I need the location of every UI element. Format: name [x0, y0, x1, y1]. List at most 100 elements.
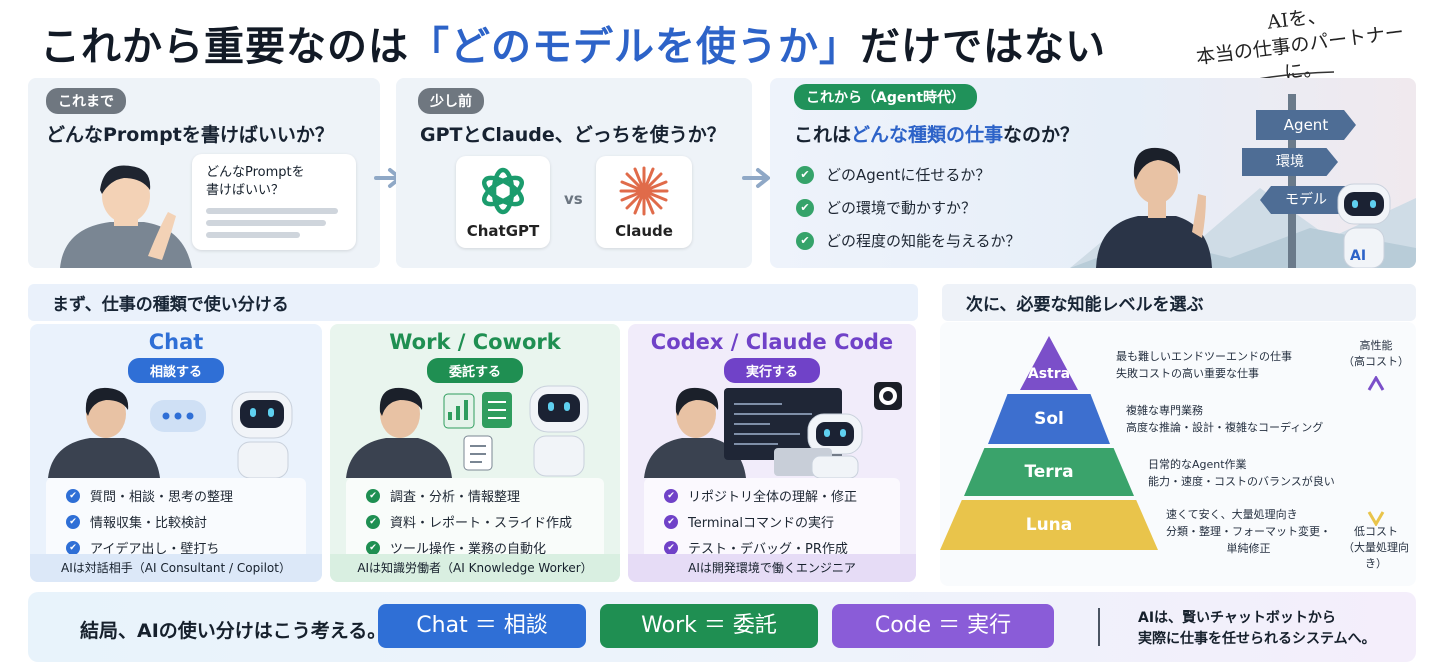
- level-luna: Luna: [940, 500, 1158, 550]
- column-item: ✔ 質問・相談・思考の整理: [66, 486, 286, 505]
- level-astra-desc: 最も難しいエンドツーエンドの仕事失敗コストの高い重要な仕事: [1116, 348, 1292, 382]
- column-item: ✔ リポジトリ全体の理解・修正: [664, 486, 880, 505]
- future-q-pre: これは: [794, 124, 852, 146]
- summary-code-badge: Code ＝ 実行: [832, 604, 1054, 648]
- stage-recent-card: 少し前 GPTとClaude、どっちを使うか？ ChatGPT vs Claud…: [396, 78, 752, 268]
- bubble-placeholder-bar: [206, 232, 300, 238]
- level-desc-line: 最も難しいエンドツーエンドの仕事: [1116, 350, 1292, 363]
- arrow-right-icon: [742, 168, 772, 188]
- future-q-highlight: どんな種類の仕事: [851, 124, 1004, 146]
- column-pill: 委託する: [427, 358, 523, 383]
- future-check-list: ✔どのAgentに任せるか？ ✔ どの環境で動かすか？ ✔ どの程度の知能を与えるか…: [796, 164, 1021, 263]
- column-item-label: 情報収集・比較検討: [90, 516, 208, 531]
- level-desc-line: 高度な推論・設計・複雑なコーディング: [1126, 421, 1324, 434]
- level-desc-line: 能力・速度・コストのバランスが良い: [1148, 475, 1335, 488]
- column-footer: AIは対話相手（AI Consultant / Copilot）: [30, 554, 322, 582]
- column-title: Codex / Claude Code: [650, 330, 894, 354]
- summary-work-badge: Work ＝ 委託: [600, 604, 818, 648]
- stage-past-question: どんなPromptを書けばいいか？: [46, 124, 334, 146]
- claude-logo-card: Claude: [596, 156, 692, 248]
- level-sol-desc: 複雑な専門業務高度な推論・設計・複雑なコーディング: [1126, 402, 1323, 436]
- work-illustration: [346, 385, 589, 478]
- sign-environment: 環境: [1242, 148, 1338, 176]
- claude-label: Claude: [615, 222, 673, 240]
- level-terra-desc: 日常的なAgent作業能力・速度・コストのバランスが良い: [1148, 456, 1335, 490]
- stage-past-tag: これまで: [46, 88, 126, 114]
- summary-divider: [1098, 608, 1100, 646]
- future-check-item: ✔どのAgentに任せるか？: [796, 164, 1021, 185]
- check-icon: ✔: [66, 514, 80, 529]
- check-icon: ✔: [66, 540, 80, 555]
- column-item-label: アイデア出し・壁打ち: [90, 542, 220, 557]
- summary-tail-line1: AIは、賢いチャットボットから: [1138, 610, 1336, 626]
- chat-illustration: [48, 387, 293, 478]
- bubble-placeholder-bar: [206, 220, 326, 226]
- work-type-column-work: Work / Cowork 委託する ✔調査・分析・情報整理 ✔ 資料・レポート・…: [330, 324, 620, 582]
- future-check-label: どのAgentに任せるか？: [826, 166, 991, 184]
- column-pill: 相談する: [128, 358, 224, 383]
- column-title: Work / Cowork: [389, 330, 561, 354]
- future-q-post: なのか？: [1003, 124, 1080, 146]
- column-item-label: リポジトリ全体の理解・修正: [688, 490, 858, 505]
- claude-icon: [619, 166, 669, 216]
- column-pill: 実行する: [724, 358, 820, 383]
- summary-chat-badge: Chat ＝ 相談: [378, 604, 586, 648]
- column-item-label: 質問・相談・思考の整理: [90, 490, 234, 505]
- future-check-label: どの環境で動かすか？: [826, 199, 977, 217]
- bubble-line1: どんなPromptを: [206, 165, 305, 180]
- stage-future-card: これから（Agent時代） これはどんな種類の仕事なのか？ ✔どのAgentに任…: [770, 78, 1416, 268]
- check-icon: ✔: [664, 514, 678, 529]
- column-item-label: ツール操作・業務の自動化: [390, 542, 547, 557]
- future-check-item: ✔ どの環境で動かすか？: [796, 197, 1021, 218]
- summary-tail-line2: 実際に仕事を任せられるシステムへ。: [1138, 631, 1376, 647]
- column-item-label: テスト・デバッグ・PR作成: [688, 542, 848, 557]
- scale-low-label: 低コスト（大量処理向き）: [1338, 524, 1414, 572]
- check-icon: ✔: [796, 231, 814, 250]
- intelligence-pyramid-panel: Astra Sol Terra Luna 最も難しいエンドツーエンドの仕事失敗コ…: [940, 322, 1416, 586]
- future-check-item: ✔ どの程度の知能を与えるか？: [796, 230, 1021, 251]
- sign-agent: Agent: [1256, 110, 1356, 140]
- chatgpt-label: ChatGPT: [466, 222, 540, 240]
- level-terra: Terra: [964, 448, 1134, 496]
- check-icon: ✔: [366, 514, 380, 529]
- scale-low-sub: （大量処理向き）: [1343, 541, 1409, 570]
- check-icon: ✔: [664, 488, 678, 503]
- title-highlight: 「どのモデルを使うか」: [409, 24, 860, 70]
- level-desc-line: 分類・整理・フォーマット変更・: [1166, 525, 1331, 538]
- stage-recent-question: GPTとClaude、どっちを使うか？: [420, 124, 726, 146]
- robot-ai-label: AI: [1350, 248, 1367, 264]
- scale-high-sub: （高コスト）: [1343, 355, 1409, 368]
- column-item: ✔Terminalコマンドの実行: [664, 512, 880, 531]
- check-icon: ✔: [366, 488, 380, 503]
- code-illustration: [644, 382, 902, 478]
- bubble-line2: 書けばいい？: [206, 183, 285, 198]
- check-icon: ✔: [66, 488, 80, 503]
- person-back-icon: [1096, 147, 1212, 268]
- level-astra: Astra: [1020, 336, 1078, 390]
- section-work-type-heading: まず、仕事の種類で使い分ける: [28, 284, 918, 321]
- check-icon: ✔: [796, 198, 814, 217]
- level-desc-line: 単純修正: [1226, 542, 1271, 555]
- level-desc-line: 失敗コストの高い重要な仕事: [1116, 367, 1259, 380]
- column-item: ✔調査・分析・情報整理: [366, 486, 584, 505]
- column-item: ✔ アイデア出し・壁打ち: [66, 538, 286, 557]
- stage-future-question: これはどんな種類の仕事なのか？: [794, 120, 1079, 147]
- summary-lead: 結局、AIの使い分けはこう考える。: [80, 620, 387, 642]
- page-title: これから重要なのは「どのモデルを使うか」だけではない: [40, 14, 1106, 72]
- work-type-column-chat: Chat 相談する ✔質問・相談・思考の整理 ✔情報収集・比較検討 ✔アイデア出…: [30, 324, 322, 582]
- versus-label: vs: [564, 190, 583, 208]
- level-luna-desc: 速くて安く、大量処理向き分類・整理・フォーマット変更・単純修正: [1166, 506, 1331, 557]
- chatgpt-logo-card: ChatGPT: [456, 156, 550, 248]
- section-intelligence-heading: 次に、必要な知能レベルを選ぶ: [942, 284, 1416, 321]
- check-icon: ✔: [664, 540, 678, 555]
- bubble-placeholder-bar: [206, 208, 338, 214]
- sign-model: モデル: [1260, 186, 1352, 214]
- scale-high: 高性能: [1359, 339, 1393, 352]
- scale-high-label: 高性能 （高コスト）: [1338, 338, 1414, 370]
- future-check-label: どの程度の知能を与えるか？: [826, 232, 1021, 250]
- check-icon: ✔: [366, 540, 380, 555]
- column-item: ✔ ツール操作・業務の自動化: [366, 538, 584, 557]
- work-type-column-code: Codex / Claude Code 実行する ✔リポジトリ全体の理解・修正 …: [628, 324, 916, 582]
- prompt-speech-bubble: どんなPromptを 書けばいい？: [192, 154, 356, 250]
- column-item-label: 資料・レポート・スライド作成: [390, 516, 573, 531]
